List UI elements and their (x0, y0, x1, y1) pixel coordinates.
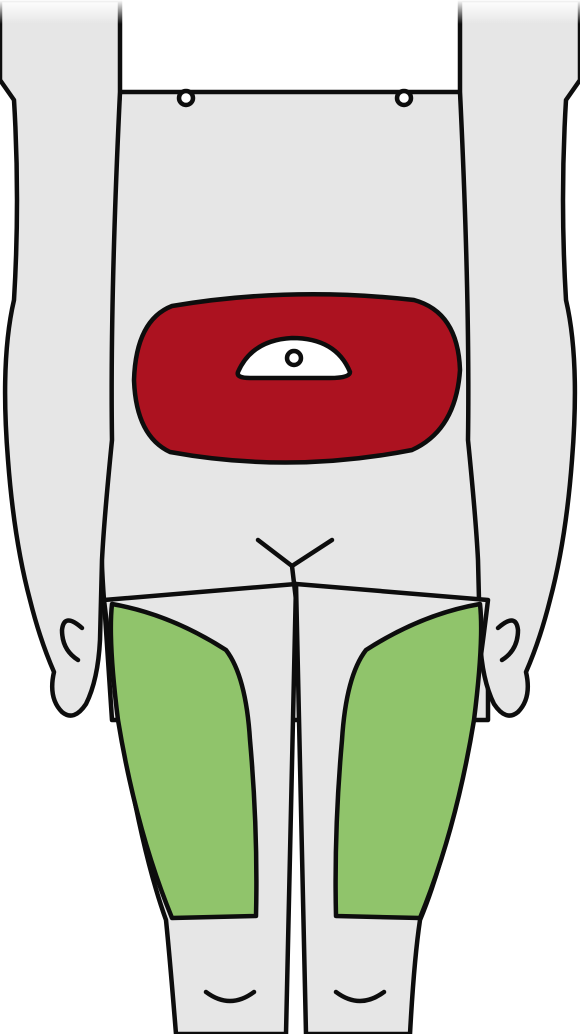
abdomen-injection-zone (134, 294, 460, 462)
navel-icon (287, 351, 301, 365)
top-fade (0, 0, 580, 24)
right-nipple (397, 91, 411, 105)
left-nipple (179, 91, 193, 105)
left-arm (0, 0, 120, 716)
